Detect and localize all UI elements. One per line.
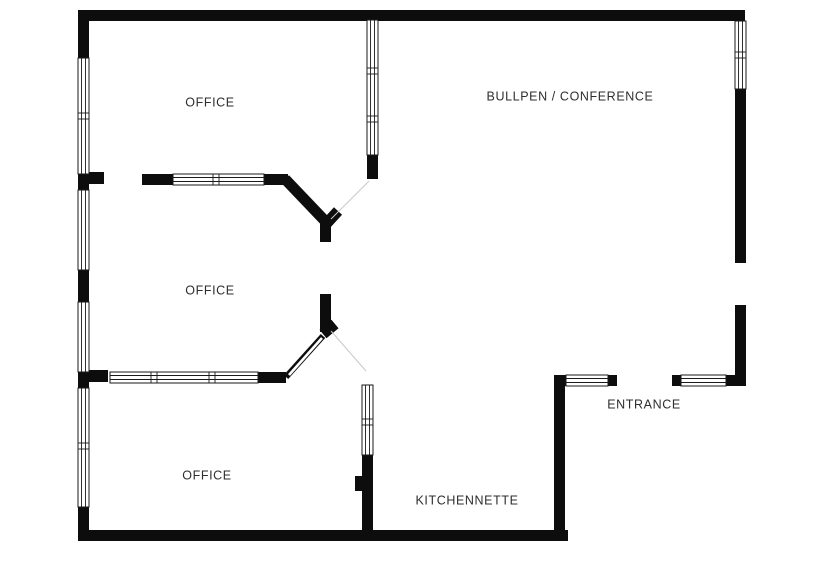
- wall-entrance-stub-b: [608, 375, 617, 386]
- door-swing-group: [330, 180, 370, 372]
- wall-entrance-stub-c: [672, 375, 681, 386]
- window-left-3: [77, 301, 90, 373]
- wall-y-fork-lower-right: [319, 319, 339, 339]
- window-left-1: [77, 57, 90, 175]
- wall-entrance-corner-right: [726, 375, 746, 386]
- room-label-entrance: ENTRANCE: [607, 397, 681, 411]
- wall-right-lower: [735, 305, 746, 386]
- window-kitchen-divider: [361, 384, 374, 456]
- window-entrance-left: [565, 374, 609, 387]
- window-left-4: [77, 387, 90, 508]
- wall-partition2-left-stub: [78, 370, 108, 382]
- wall-divider-top-stub: [367, 153, 378, 179]
- wall-left-lower: [78, 505, 89, 541]
- door-swing-bottom-icon: [330, 330, 367, 372]
- wall-group-diagonal: [281, 175, 343, 380]
- wall-kitchen-divider-nib: [355, 476, 363, 491]
- window-group-vertical: [77, 19, 747, 508]
- wall-top-exterior: [78, 10, 745, 21]
- wall-group-solid: [78, 10, 746, 541]
- window-group-horizontal: [109, 173, 727, 387]
- window-divider-office-bullpen: [366, 19, 379, 156]
- window-right-1: [734, 20, 747, 90]
- window-left-2: [77, 189, 90, 271]
- wall-left-mid-b: [78, 268, 89, 304]
- room-label-office-middle: OFFICE: [185, 283, 234, 297]
- wall-diagonal-upper: [281, 175, 331, 227]
- wall-partition1-black-b: [263, 174, 288, 185]
- wall-bottom-exterior: [78, 530, 568, 541]
- room-label-office-top: OFFICE: [185, 95, 234, 109]
- window-partition-2: [109, 371, 259, 384]
- wall-left-upper: [78, 10, 89, 60]
- wall-y-stem-upper: [320, 216, 331, 242]
- wall-entrance-bottom-stub: [554, 530, 568, 541]
- window-diagonal-lower: [288, 337, 323, 376]
- wall-partition2-black-right: [258, 372, 286, 383]
- window-group-diagonal: [288, 337, 323, 376]
- room-label-kitchennette: KITCHENNETTE: [415, 493, 518, 507]
- room-label-bullpen-conference: BULLPEN / CONFERENCE: [487, 89, 654, 103]
- wall-entrance-left-vertical: [554, 375, 565, 541]
- wall-kitchen-divider: [362, 453, 373, 535]
- wall-entrance-stub-a: [557, 375, 567, 386]
- room-label-office-bottom: OFFICE: [182, 468, 231, 482]
- window-partition-1: [172, 173, 265, 186]
- window-entrance-right: [680, 374, 727, 387]
- wall-y-stem-lower: [320, 294, 331, 332]
- room-label-group: OFFICE OFFICE OFFICE BULLPEN / CONFERENC…: [182, 89, 681, 507]
- wall-partition1-left-stub: [78, 172, 104, 184]
- door-swing-top-icon: [330, 180, 370, 220]
- wall-right-upper: [735, 88, 746, 263]
- wall-partition1-black-a: [142, 174, 174, 185]
